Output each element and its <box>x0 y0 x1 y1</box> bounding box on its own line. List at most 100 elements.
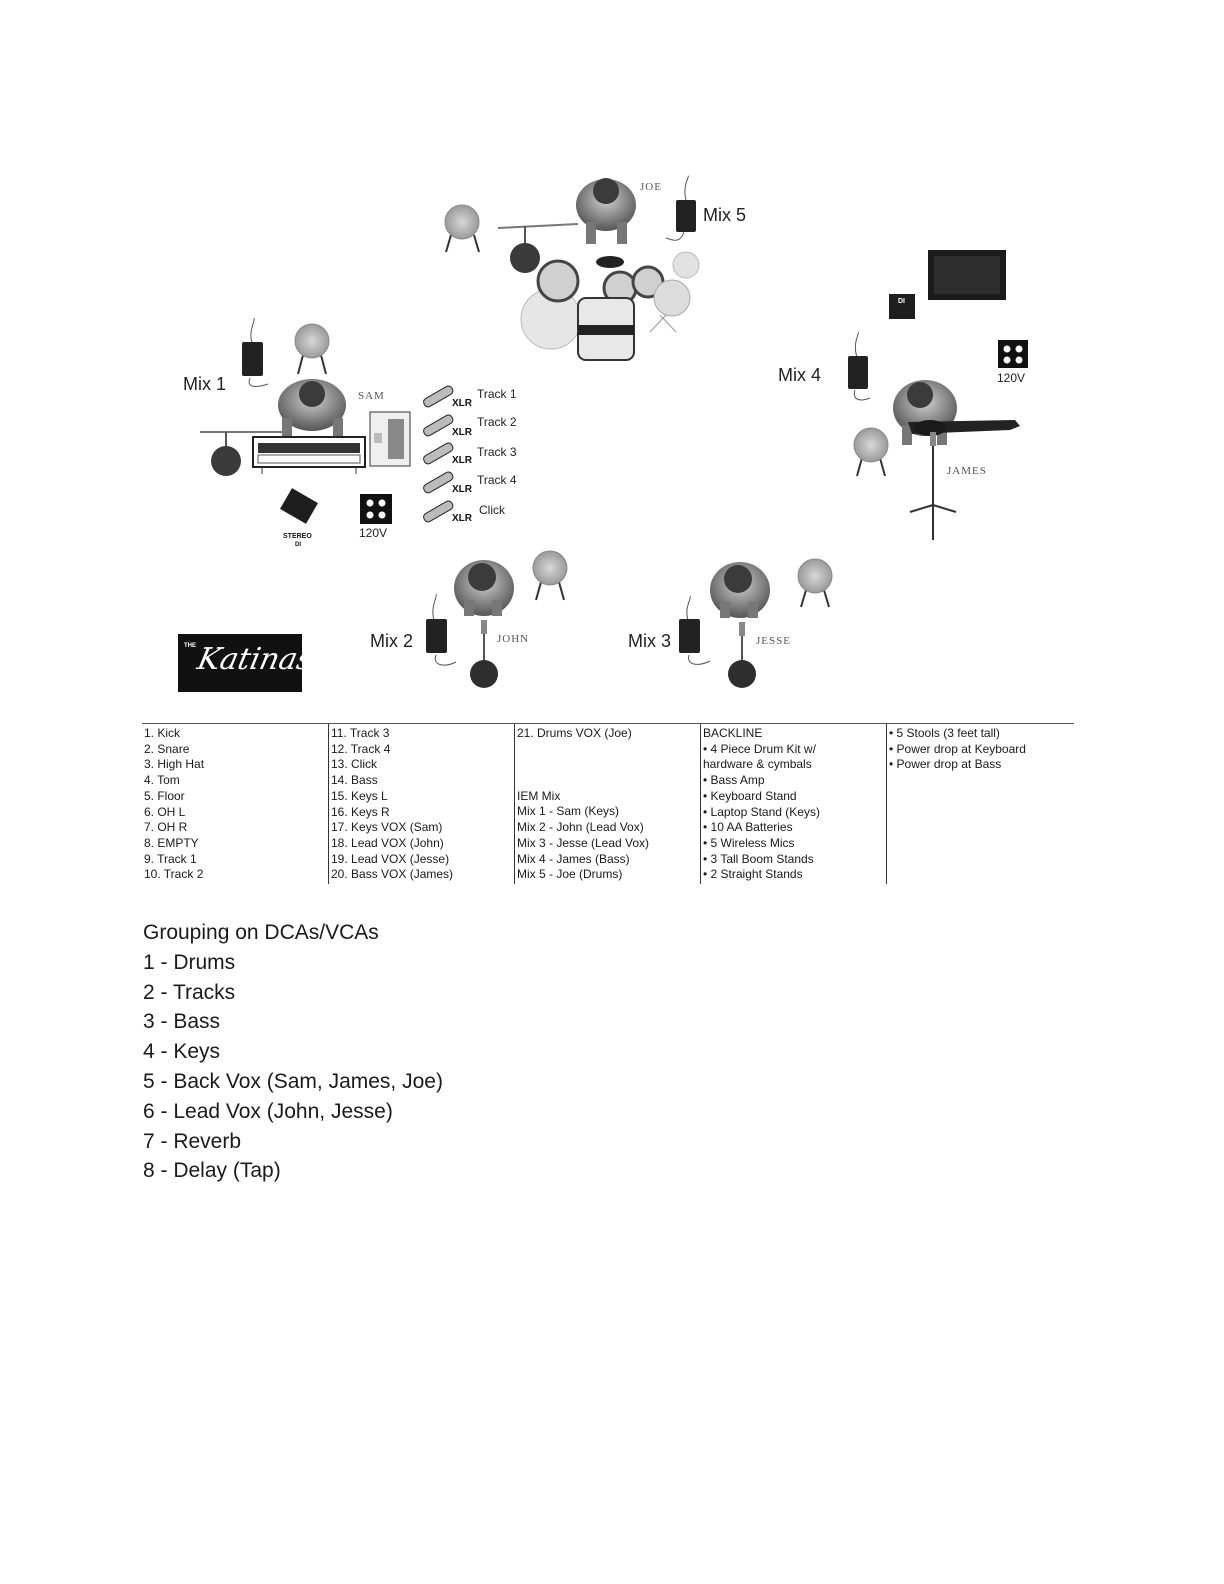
backline-item: hardware & cymbals <box>703 757 812 772</box>
extras-item: • 5 Stools (3 feet tall) <box>889 726 1000 740</box>
band-logo: THE Katinas <box>178 634 316 692</box>
grouping-item: 3 - Bass <box>143 1010 221 1034</box>
in-ear-pack-mix1 <box>242 317 269 387</box>
xlr-connector-click: XLR <box>423 500 473 524</box>
input-item: 17. Keys VOX (Sam) <box>331 820 443 835</box>
performer-label-john: JOHN <box>497 633 529 645</box>
grouping-item: 8 - Delay (Tap) <box>143 1159 281 1183</box>
grouping-item: 2 - Tracks <box>143 980 236 1004</box>
vocalist-john <box>454 560 514 616</box>
mix-label-1: Mix 1 <box>183 374 226 394</box>
xlr-label: XLR <box>452 398 473 409</box>
backline-item: • Laptop Stand (Keys) <box>703 804 820 819</box>
backline-item: • 4 Piece Drum Kit w/ <box>703 741 816 756</box>
input-item: 13. Click <box>331 757 378 772</box>
input-list-table: 1. Kick 2. Snare 3. High Hat 4. Tom 5. F… <box>142 723 1074 884</box>
power-outlet-keys <box>360 494 392 524</box>
vocalist-jesse <box>710 562 770 618</box>
iem-heading: IEM Mix <box>517 788 561 803</box>
logo-name: Katinas <box>194 642 317 677</box>
bass-di-box: DI <box>889 294 915 319</box>
dca-grouping-list: Grouping on DCAs/VCAs 1 - Drums 2 - Trac… <box>143 918 443 1186</box>
keyboard <box>252 436 366 474</box>
extras-item: • Power drop at Bass <box>889 757 1002 772</box>
grouping-title: Grouping on DCAs/VCAs <box>143 921 379 944</box>
iem-item: Mix 3 - Jesse (Lead Vox) <box>517 835 650 850</box>
in-ear-pack-mix5 <box>665 175 696 241</box>
stage-plot: JOE Mix 5 DI 120V Mix 4 <box>183 175 1028 688</box>
input-item: 18. Lead VOX (John) <box>331 835 444 850</box>
input-item: 3. High Hat <box>144 757 205 772</box>
bass-amp <box>928 250 1006 300</box>
keys-boom-stand <box>200 431 282 476</box>
input-item: 10. Track 2 <box>144 867 204 882</box>
logo-prefix: THE <box>184 643 196 649</box>
in-ear-pack-mix2 <box>426 593 457 666</box>
grouping-item: 7 - Reverb <box>143 1129 242 1153</box>
xlr-label: XLR <box>452 455 473 466</box>
input-item: 5. Floor <box>144 788 185 803</box>
input-item: 20. Bass VOX (James) <box>331 867 454 882</box>
input-item: 6. OH L <box>144 804 186 819</box>
grouping-item: 5 - Back Vox (Sam, James, Joe) <box>143 1069 443 1093</box>
mix-label-5: Mix 5 <box>703 205 746 225</box>
backline-item: • 3 Tall Boom Stands <box>703 851 814 866</box>
bass-stool <box>853 427 889 477</box>
track-label-click: Click <box>479 503 506 517</box>
track-label-4: Track 4 <box>477 473 517 487</box>
in-ear-pack-mix3 <box>679 595 711 665</box>
input-item: 16. Keys R <box>331 804 390 819</box>
keyboardist-sam <box>278 379 346 440</box>
backline-column: BACKLINE • 4 Piece Drum Kit w/ hardware … <box>700 724 886 884</box>
performer-label-jesse: JESSE <box>756 635 791 647</box>
performer-label-james: JAMES <box>947 465 987 477</box>
input-column-2: 11. Track 3 12. Track 4 13. Click 14. Ba… <box>328 724 514 884</box>
input-item: 8. EMPTY <box>144 835 199 850</box>
bass-di-label: DI <box>898 298 905 305</box>
input-item: 15. Keys L <box>331 788 388 803</box>
keys-stool <box>294 323 330 375</box>
input-column-3: 21. Drums VOX (Joe) IEM Mix Mix 1 - Sam … <box>514 724 700 884</box>
extras-item: • Power drop at Keyboard <box>889 741 1026 756</box>
xlr-label: XLR <box>452 484 473 495</box>
track-label-2: Track 2 <box>477 415 517 429</box>
grouping-item: 6 - Lead Vox (John, Jesse) <box>143 1099 393 1123</box>
in-ear-pack-mix4 <box>848 331 871 401</box>
bass-mic-stand <box>909 432 957 540</box>
grouping-item: 1 - Drums <box>143 950 236 974</box>
xlr-connector-track1: XLR <box>423 385 473 409</box>
input-item: 4. Tom <box>144 773 180 788</box>
power-label-bass: 120V <box>997 371 1025 385</box>
backline-item: • 2 Straight Stands <box>703 867 803 882</box>
input-item: 1. Kick <box>144 726 181 740</box>
performer-label-sam: SAM <box>358 390 385 402</box>
input-item: 11. Track 3 <box>331 726 390 740</box>
xlr-connector-track4: XLR <box>423 471 473 495</box>
iem-item: Mix 4 - James (Bass) <box>517 851 630 866</box>
input-item: 7. OH R <box>144 820 188 835</box>
stereo-di-sublabel: DI <box>295 542 301 548</box>
power-label-keys: 120V <box>359 526 387 540</box>
laptop <box>369 411 411 467</box>
stereo-di-label: STEREO <box>283 533 312 540</box>
backline-item: • 10 AA Batteries <box>703 820 793 835</box>
xlr-label: XLR <box>452 513 473 524</box>
extras-column: • 5 Stools (3 feet tall) • Power drop at… <box>886 724 1072 884</box>
drum-boom-stand <box>497 223 579 273</box>
grouping-item: 4 - Keys <box>143 1040 221 1064</box>
mix-label-3: Mix 3 <box>628 631 671 651</box>
jesse-mic-stand <box>728 622 756 688</box>
xlr-connector-track3: XLR <box>423 442 473 466</box>
xlr-label: XLR <box>452 427 473 438</box>
input-item: 12. Track 4 <box>331 741 391 756</box>
input-item: 21. Drums VOX (Joe) <box>517 726 632 740</box>
power-outlet-bass <box>998 340 1028 368</box>
drummer-joe <box>576 178 636 244</box>
backline-item: • Keyboard Stand <box>703 788 797 803</box>
input-item: 19. Lead VOX (Jesse) <box>331 851 450 866</box>
performer-label-joe: JOE <box>640 181 662 193</box>
drum-stool <box>444 204 480 253</box>
backline-item: • 5 Wireless Mics <box>703 835 795 850</box>
iem-item: Mix 1 - Sam (Keys) <box>517 804 620 819</box>
xlr-connector-track2: XLR <box>423 414 473 438</box>
